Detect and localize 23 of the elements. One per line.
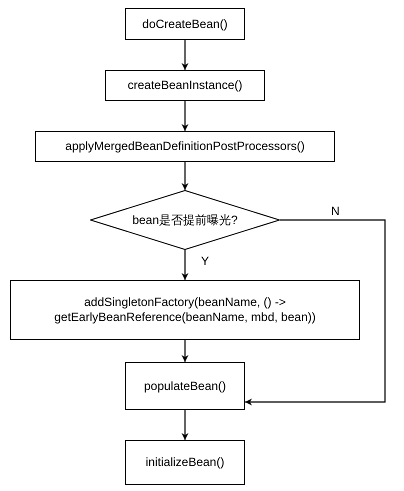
process-text: applyMergedBeanDefinitionPostProcessors() <box>65 139 305 154</box>
arrow <box>182 410 188 440</box>
arrow <box>182 340 188 362</box>
edge-label: N <box>329 204 342 218</box>
process-box <box>125 440 245 485</box>
process-text: initializeBean() <box>146 455 224 470</box>
decision-diamond <box>90 190 280 250</box>
process-box <box>35 131 335 162</box>
process-box <box>125 362 245 410</box>
arrow <box>182 162 188 190</box>
arrow <box>182 101 188 131</box>
process-box <box>125 8 245 40</box>
process-text: createBeanInstance() <box>128 78 242 93</box>
arrow <box>182 250 188 280</box>
arrow <box>182 40 188 70</box>
process-box <box>10 280 360 340</box>
process-text: populateBean() <box>144 378 226 394</box>
process-box <box>105 70 265 101</box>
arrow <box>245 219 386 406</box>
edge-label: Y <box>199 254 212 268</box>
process-text: doCreateBean() <box>142 16 228 32</box>
process-text: addSingletonFactory(beanName, () -> getEarlyBeanReference(beanName, mbd, bean)) <box>53 295 317 325</box>
decision-text: bean是否提前曝光? <box>132 212 238 228</box>
